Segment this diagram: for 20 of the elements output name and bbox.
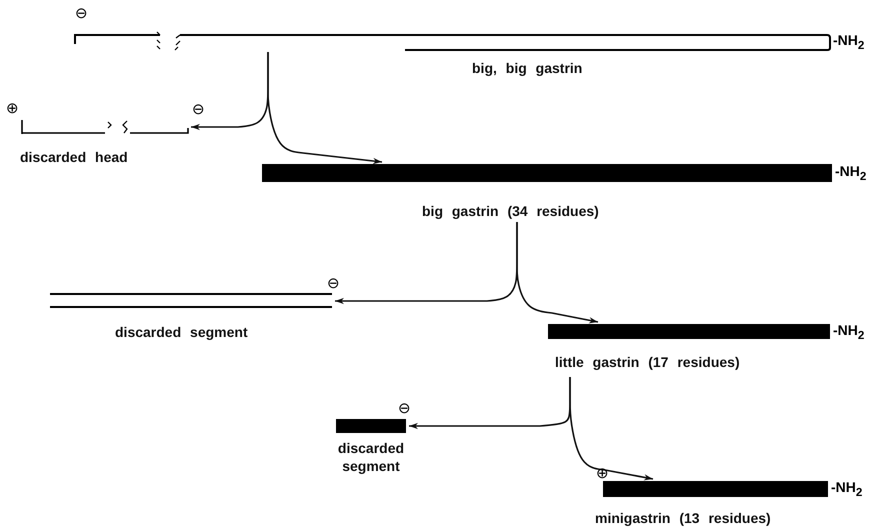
chain-label: big, big gastrin [472, 60, 582, 76]
arrow [267, 52, 382, 164]
chain-label: big gastrin (34 residues) [422, 203, 599, 219]
chain-label: discarded head [20, 149, 128, 165]
chain-label: minigastrin (13 residues) [595, 510, 771, 526]
charge-symbol: ⊕ [596, 466, 609, 481]
charge-symbol: ⊖ [398, 401, 411, 416]
terminal-group-label: -NH$_{2}$ [835, 163, 866, 183]
chain-label: discarded segment [115, 324, 248, 340]
charge-symbol: ⊖ [75, 6, 88, 21]
terminal-group-label: -NH$_{2}$ [831, 479, 862, 499]
chain-label: little gastrin (17 residues) [555, 354, 740, 370]
charge-symbol: ⊕ [6, 101, 19, 116]
terminal-group-label: -NH$_{2}$ [833, 32, 864, 52]
charge-symbol: ⊖ [192, 102, 205, 117]
terminal-group-label: -NH$_{2}$ [833, 322, 864, 342]
arrow [516, 222, 598, 324]
arrow [569, 377, 654, 480]
chain-label: discarded segment [336, 440, 406, 475]
charge-symbol: ⊖ [327, 276, 340, 291]
